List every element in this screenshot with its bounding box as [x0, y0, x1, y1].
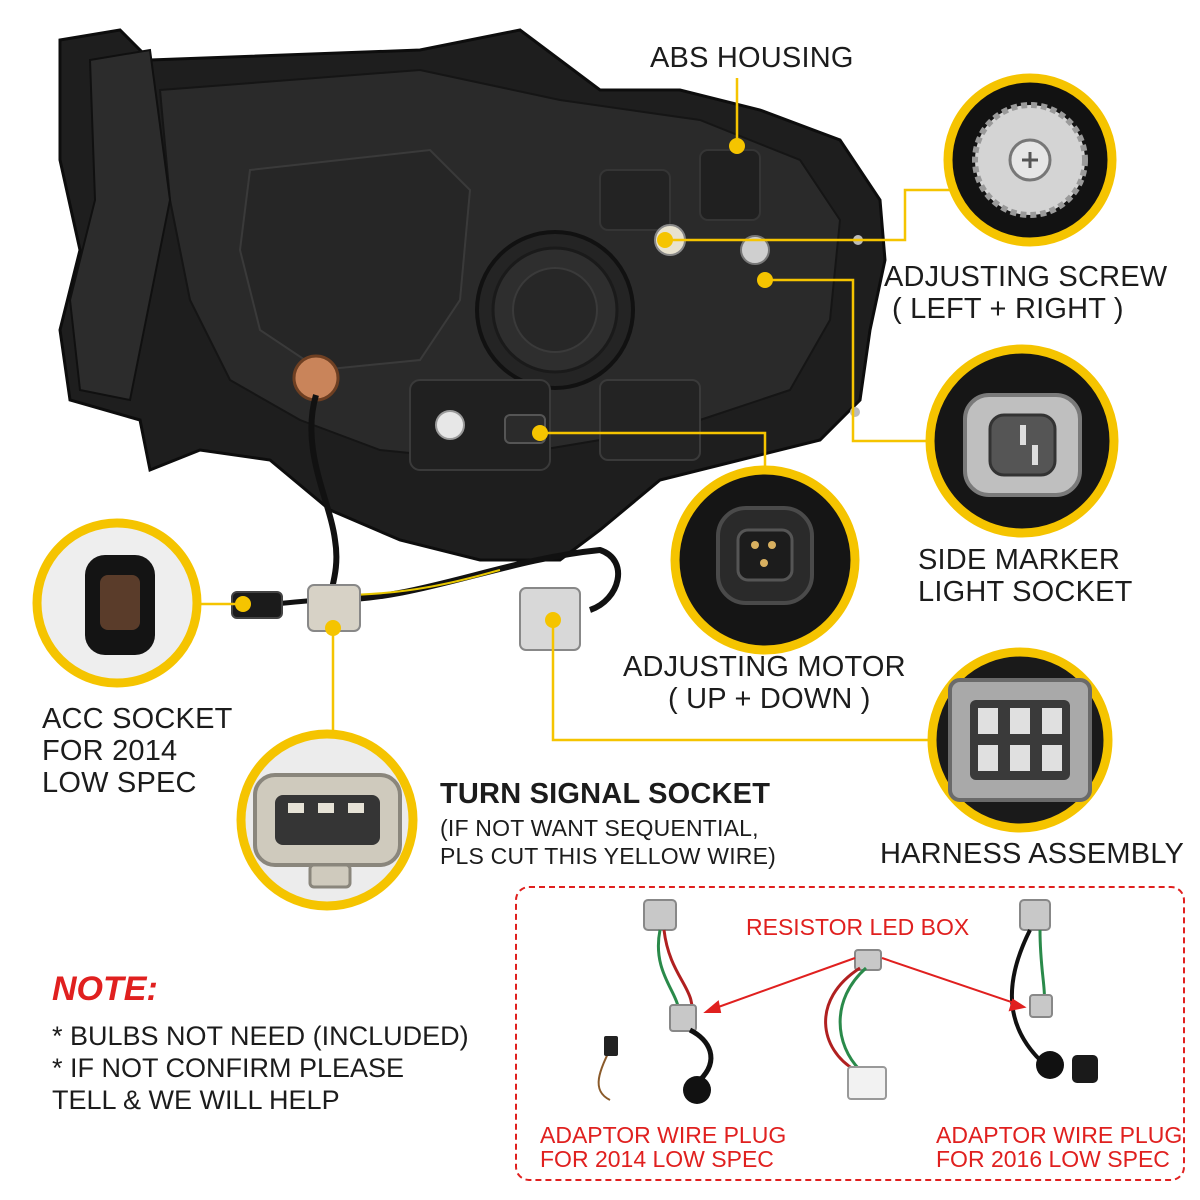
label-acc-socket: ACC SOCKET [42, 703, 233, 735]
note-title: NOTE: [52, 970, 158, 1008]
detail-turn-signal [236, 729, 418, 911]
detail-adjusting-motor [670, 465, 860, 655]
resistor-arrows [703, 957, 1027, 1013]
label-abs-housing: ABS HOUSING [650, 42, 854, 74]
detail-side-marker [925, 344, 1119, 538]
detail-adjusting-screw [943, 73, 1117, 247]
headlight-housing [58, 28, 887, 562]
label-side-marker: SIDE MARKER [918, 544, 1121, 576]
label-turn-signal-note-2: PLS CUT THIS YELLOW WIRE) [440, 843, 777, 869]
label-adjusting-screw-detail: ( LEFT + RIGHT ) [892, 293, 1124, 325]
detail-acc-socket [32, 518, 202, 688]
label-turn-signal: TURN SIGNAL SOCKET [440, 778, 771, 810]
note-line-1: * BULBS NOT NEED (INCLUDED) [52, 1021, 469, 1051]
note-line-3: TELL & WE WILL HELP [52, 1085, 340, 1115]
label-resistor-led-box: RESISTOR LED BOX [746, 914, 970, 940]
label-adaptor-2016-spec: FOR 2016 LOW SPEC [936, 1146, 1170, 1172]
label-adaptor-2016: ADAPTOR WIRE PLUG [936, 1122, 1183, 1148]
label-adaptor-2014-spec: FOR 2014 LOW SPEC [540, 1146, 774, 1172]
label-side-marker-socket: LIGHT SOCKET [918, 576, 1133, 608]
label-adaptor-2014: ADAPTOR WIRE PLUG [540, 1122, 787, 1148]
detail-harness [927, 647, 1113, 833]
note-line-2: * IF NOT CONFIRM PLEASE [52, 1053, 405, 1083]
leader-dots [235, 138, 773, 636]
label-adjusting-motor: ADJUSTING MOTOR [623, 651, 906, 683]
label-acc-socket-year: FOR 2014 [42, 735, 178, 767]
adaptor-2014-illustration [597, 899, 714, 1104]
accessory-kit-box [515, 886, 1185, 1181]
resistor-illustration [824, 949, 887, 1100]
label-turn-signal-note-1: (IF NOT WANT SEQUENTIAL, [440, 815, 759, 841]
label-adjusting-motor-detail: ( UP + DOWN ) [668, 683, 871, 715]
label-harness-assembly: HARNESS ASSEMBLY [880, 838, 1185, 870]
label-acc-socket-spec: LOW SPEC [42, 767, 197, 799]
label-adjusting-screw: ADJUSTING SCREW [884, 261, 1168, 293]
